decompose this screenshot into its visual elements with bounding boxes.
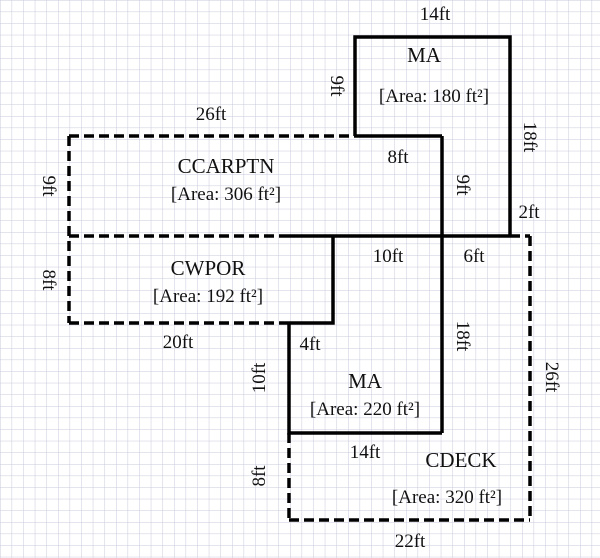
dim-cwpor-bottom: 20ft — [163, 332, 194, 353]
dim-center-top: 10ft — [373, 246, 404, 267]
dim-ccarptn-inner-right: 9ft — [452, 174, 473, 196]
dim-ma-top-step: 2ft — [518, 202, 540, 223]
dim-ma-top-left: 9ft — [326, 75, 347, 97]
room-ma-top-name: MA — [407, 43, 442, 67]
dim-ma-top-right: 18ft — [519, 122, 540, 153]
room-cdeck-area: [Area: 320 ft²] — [392, 487, 502, 508]
room-ma-center-area: [Area: 220 ft²] — [310, 399, 420, 420]
room-ma-top-area: [Area: 180 ft²] — [379, 86, 489, 107]
dim-cdeck-left: 8ft — [249, 465, 270, 487]
dim-ccarptn-width: 26ft — [196, 104, 227, 125]
room-cdeck-name: CDECK — [425, 448, 496, 472]
room-cwpor-name: CWPOR — [171, 256, 246, 280]
room-ma-center-name: MA — [348, 369, 383, 393]
dim-cwpor-left: 8ft — [38, 269, 59, 291]
dim-ccarptn-left: 9ft — [38, 175, 59, 197]
room-ccarptn-area: [Area: 306 ft²] — [171, 184, 281, 205]
room-ccarptn-name: CCARPTN — [178, 154, 275, 178]
dim-cdeck-right: 26ft — [541, 362, 562, 393]
dim-center-bottom: 14ft — [350, 442, 381, 463]
dim-ccarptn-inner-top: 8ft — [387, 147, 409, 168]
room-cwpor-area: [Area: 192 ft²] — [153, 286, 263, 307]
room-ccarptn-outline — [67, 134, 355, 323]
solid-walls — [287, 35, 512, 435]
dim-center-step: 4ft — [299, 334, 321, 355]
dim-ma-top-width: 14ft — [420, 4, 451, 25]
dim-center-right: 18ft — [452, 321, 473, 352]
dim-center-left: 10ft — [249, 362, 270, 393]
room-cdeck-outline — [287, 234, 532, 522]
dim-cdeck-bottom: 22ft — [395, 531, 426, 552]
dim-center-top-right: 6ft — [463, 246, 485, 267]
